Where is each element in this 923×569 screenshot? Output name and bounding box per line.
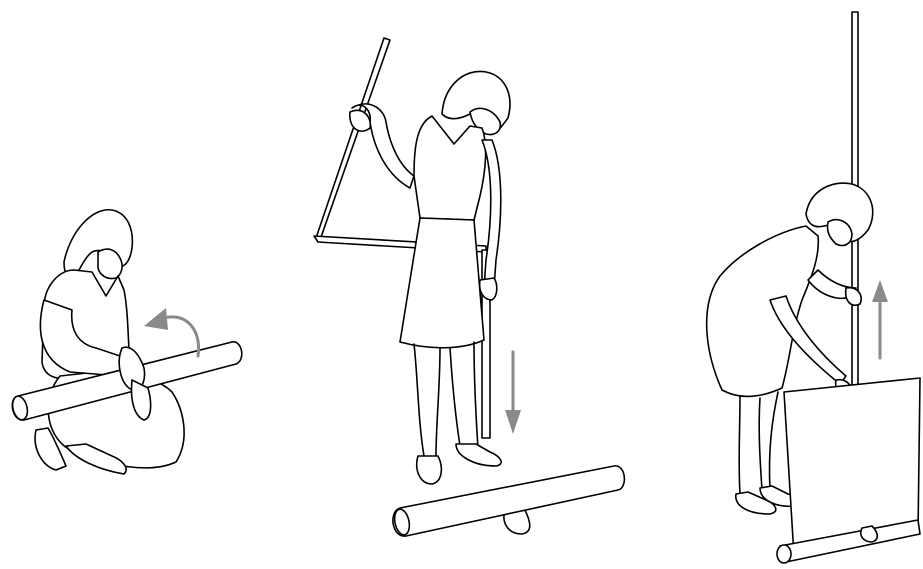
step-1-rotate-arrow xyxy=(144,308,199,356)
step-2-leg-right xyxy=(450,348,460,446)
step-2-dress-top xyxy=(414,116,486,220)
step-3-dress xyxy=(707,226,819,397)
step-2-leg-left xyxy=(414,344,424,456)
step-2-skirt xyxy=(400,218,484,348)
step-2-leg-left-b xyxy=(436,348,440,456)
step-2-shoe-left xyxy=(417,456,442,484)
step-2-down-arrow xyxy=(505,352,521,434)
step-3-up-arrow xyxy=(872,280,888,358)
step-3-hand-up xyxy=(846,288,862,305)
step-1-figure xyxy=(10,210,241,474)
step-3-base-end xyxy=(777,545,791,563)
step-3-figure xyxy=(707,12,920,563)
step-2-leg-right-b xyxy=(474,342,478,448)
step-2-figure xyxy=(314,38,510,484)
step-3-leg-a xyxy=(739,396,740,494)
step-3-leg-b xyxy=(759,398,762,490)
step-3-leg-c xyxy=(769,392,778,490)
step-2-shoe-right xyxy=(456,444,501,466)
step-3-base-foot xyxy=(861,526,878,542)
